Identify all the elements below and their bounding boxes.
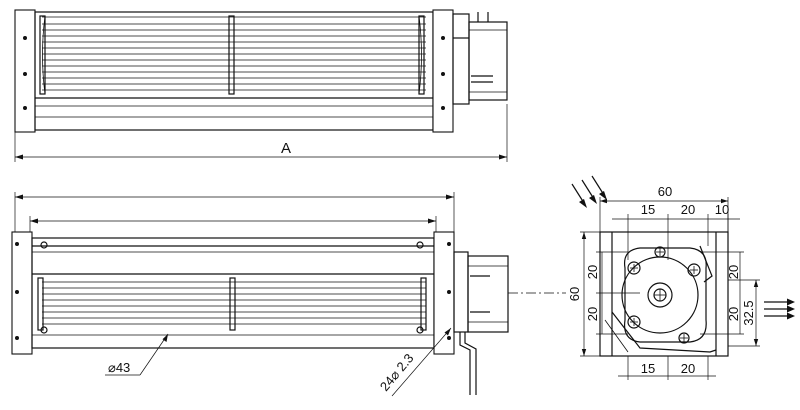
motor-flange [623, 247, 707, 343]
dim-right-total: 32.5 [741, 300, 756, 325]
front-view: ⌀43 24⌀ 2.3 [11, 192, 566, 397]
label-diameter: ⌀43 [108, 360, 130, 375]
top-view: A [14, 9, 508, 162]
dim-bottom-2: 20 [681, 361, 695, 376]
dim-left-upper: 20 [585, 265, 600, 279]
airflow-in-arrows [571, 175, 607, 208]
dim-width: 60 [658, 184, 672, 199]
front-impeller [37, 277, 427, 331]
front-left-end-plate [11, 231, 33, 355]
top-impeller [39, 15, 426, 95]
dim-bottom-1: 15 [641, 361, 655, 376]
front-housing [31, 237, 435, 349]
mounting-holes [627, 246, 701, 344]
dim-top-1: 15 [641, 202, 655, 217]
top-left-end-plate [14, 9, 36, 133]
top-right-end-plate [432, 9, 454, 133]
dimension-a: A [14, 104, 508, 162]
side-view: 60 15 20 10 60 20 20 20 20 32.5 [567, 175, 795, 380]
airflow-out-arrows [764, 298, 795, 320]
top-motor [452, 12, 508, 105]
side-plate [599, 231, 729, 357]
label-bolt-diameter: 24⌀ 2.3 [377, 351, 417, 394]
dim-top-2: 20 [681, 202, 695, 217]
dim-height: 60 [567, 287, 582, 301]
dim-right-upper: 20 [726, 265, 741, 279]
diameter-leader: ⌀43 [105, 333, 169, 376]
dim-left-lower: 20 [585, 307, 600, 321]
dim-top-3: 10 [715, 202, 729, 217]
label-a: A [281, 140, 291, 157]
front-motor [453, 251, 509, 395]
dim-right-lower: 20 [726, 307, 741, 321]
